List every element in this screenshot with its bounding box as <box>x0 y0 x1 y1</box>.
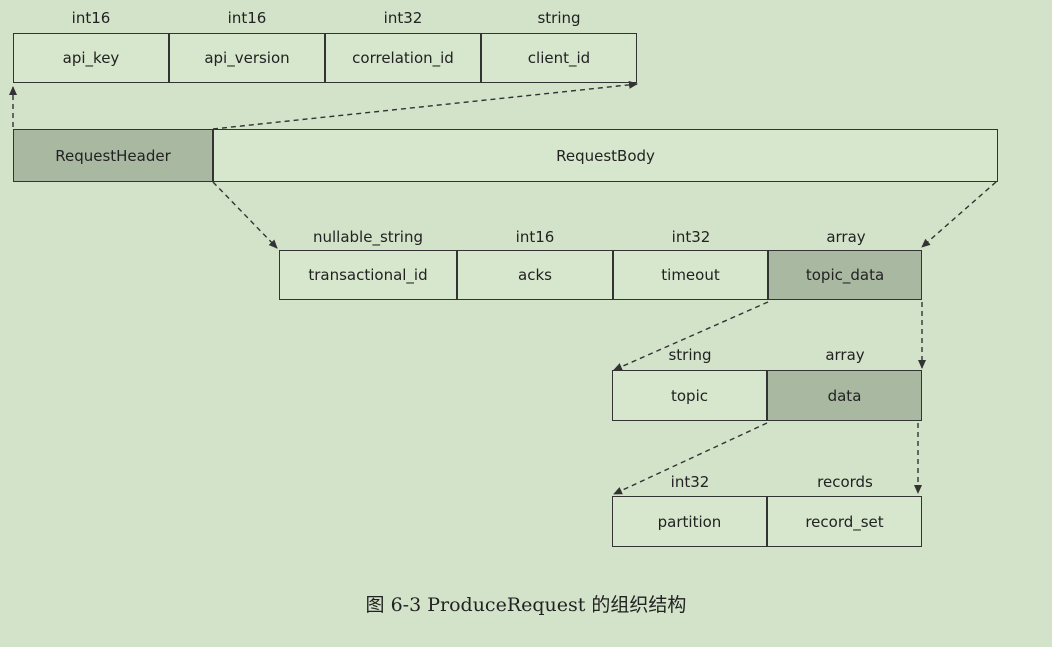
field-box-partition: partition <box>612 496 767 547</box>
type-label: records <box>817 473 873 491</box>
request-header-box: RequestHeader <box>13 129 213 182</box>
type-label: string <box>537 9 581 27</box>
type-label: int32 <box>670 473 710 491</box>
field-box-record-set: record_set <box>767 496 922 547</box>
type-label: int32 <box>671 228 711 246</box>
type-label: nullable_string <box>312 228 424 246</box>
figure-caption: 图 6-3 ProduceRequest 的组织结构 <box>365 594 687 616</box>
type-label: int16 <box>227 9 267 27</box>
type-label: array <box>826 228 866 246</box>
field-box-acks: acks <box>457 250 613 300</box>
field-box-topic: topic <box>612 370 767 421</box>
type-label: array <box>825 346 865 364</box>
field-box-transactional-id: transactional_id <box>279 250 457 300</box>
arrow-header-right <box>212 80 638 130</box>
arrow-body-right <box>921 181 997 248</box>
type-label: int16 <box>71 9 111 27</box>
field-box-data: data <box>767 370 922 421</box>
request-body-box: RequestBody <box>213 129 998 182</box>
type-label: int16 <box>515 228 555 246</box>
type-label: int32 <box>383 9 423 27</box>
field-box-correlation-id: correlation_id <box>325 33 481 83</box>
field-box-timeout: timeout <box>613 250 768 300</box>
field-box-client-id: client_id <box>481 33 637 83</box>
field-box-topic-data: topic_data <box>768 250 922 300</box>
arrow-body-left <box>212 181 278 249</box>
field-box-api-version: api_version <box>169 33 325 83</box>
type-label: string <box>668 346 712 364</box>
field-box-api-key: api_key <box>13 33 169 83</box>
